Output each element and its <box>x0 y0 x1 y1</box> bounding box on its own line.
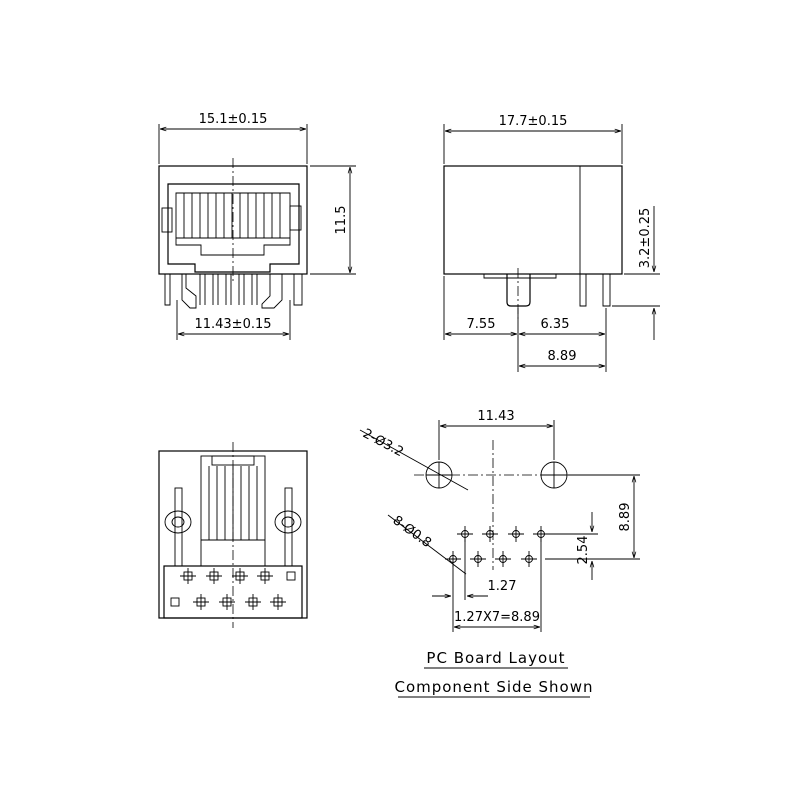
pcb-pin-pitch-label: 1.27 <box>488 579 517 594</box>
side-dim-b-label: 6.35 <box>541 317 570 332</box>
side-length-label: 17.7±0.15 <box>499 114 568 129</box>
side-post-height-label: 3.2±0.25 <box>638 208 653 269</box>
side-dim-c-label: 8.89 <box>548 349 577 364</box>
pcb-caption-line1: PC Board Layout <box>426 649 565 667</box>
side-dim-a-label: 7.55 <box>467 317 496 332</box>
pcb-vertical-span-label: 8.89 <box>618 503 633 532</box>
front-view: 15.1±0.15 11.5 11.43±0.15 <box>158 112 356 340</box>
pcb-pin-total-label: 1.27X7=8.89 <box>454 610 540 625</box>
bottom-view <box>158 442 308 628</box>
front-pin-span-label: 11.43±0.15 <box>194 317 271 332</box>
front-width-label: 15.1±0.15 <box>199 112 268 127</box>
pcb-pin-hole-label: 8-Ø0.8 <box>390 513 434 551</box>
side-view: 17.7±0.15 3.2±0.25 7.55 6.35 8.89 <box>443 114 660 372</box>
pcb-row-pitch-label: 2.54 <box>576 536 591 565</box>
pcb-caption-line2: Component Side Shown <box>394 678 593 696</box>
pcb-layout: 11.43 2-Ø3.2 8-Ø0.8 8.89 2.54 <box>359 409 640 698</box>
pcb-mount-hole-label: 2-Ø3.2 <box>360 426 406 460</box>
pcb-hole-span-label: 11.43 <box>477 409 514 424</box>
front-pins <box>164 274 303 309</box>
front-height-label: 11.5 <box>334 206 349 235</box>
bottom-pin-pads <box>170 568 296 610</box>
pcb-pin-holes <box>445 526 549 567</box>
